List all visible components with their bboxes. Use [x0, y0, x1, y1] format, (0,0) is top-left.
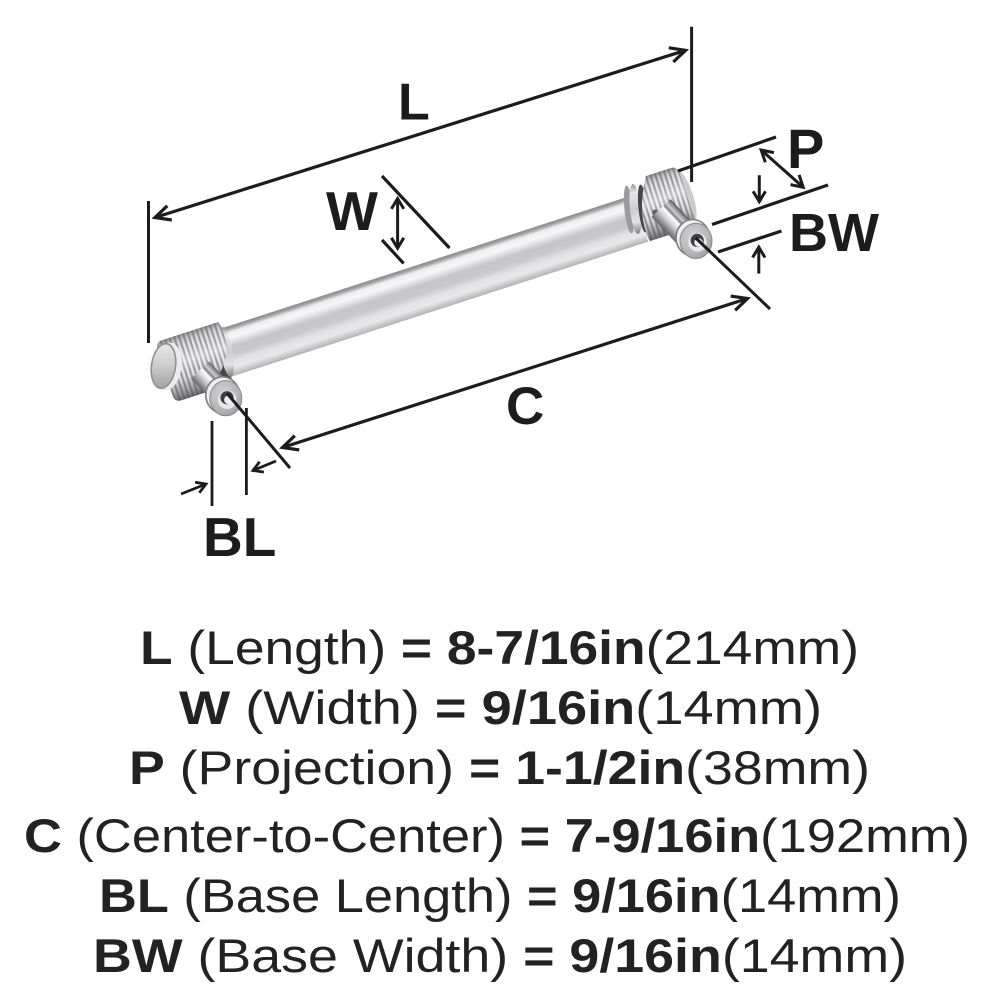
svg-text:L: L — [398, 74, 430, 132]
svg-text:C: C — [506, 377, 544, 436]
svg-text:L (Length) = 8-7/16in(214mm): L (Length) = 8-7/16in(214mm) — [140, 622, 859, 675]
svg-text:BL (Base Length) = 9/16in(14mm: BL (Base Length) = 9/16in(14mm) — [99, 870, 901, 923]
svg-text:BW (Base Width) = 9/16in(14mm): BW (Base Width) = 9/16in(14mm) — [93, 930, 907, 983]
svg-text:P (Projection) = 1-1/2in(38mm): P (Projection) = 1-1/2in(38mm) — [129, 742, 870, 795]
svg-text:W (Width) = 9/16in(14mm): W (Width) = 9/16in(14mm) — [179, 682, 822, 735]
svg-text:C (Center-to-Center) = 7-9/16i: C (Center-to-Center) = 7-9/16in(192mm) — [24, 810, 970, 863]
svg-text:BW: BW — [789, 203, 879, 263]
svg-text:P: P — [787, 117, 824, 180]
svg-text:BL: BL — [203, 506, 276, 568]
svg-text:W: W — [326, 180, 378, 242]
